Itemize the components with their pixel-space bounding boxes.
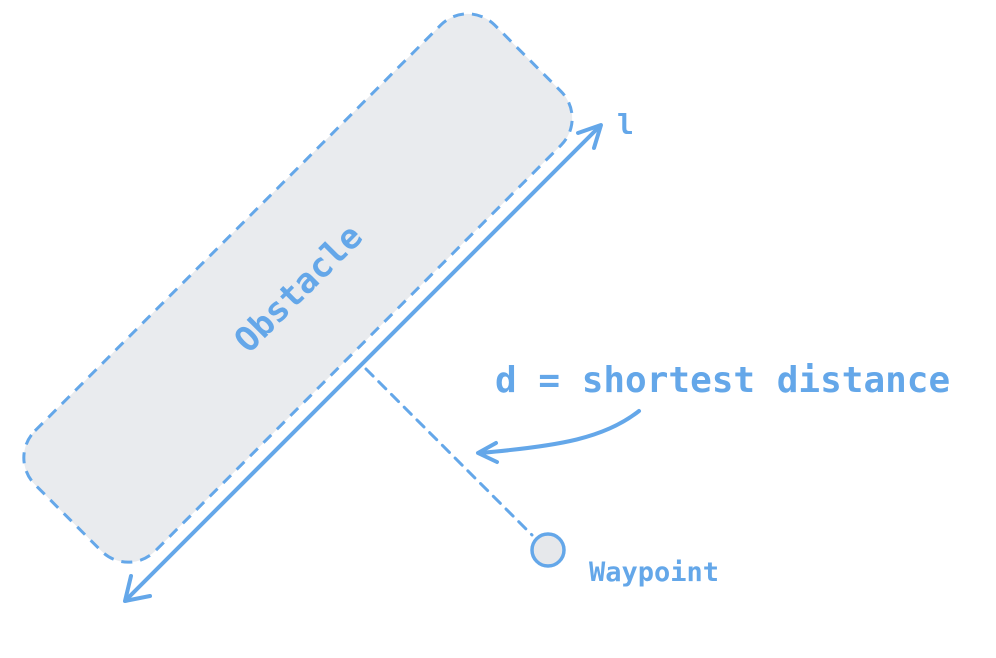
line-l [123, 123, 603, 603]
waypoint-marker [530, 532, 566, 568]
line-l-arrowhead-top [576, 123, 603, 150]
line-l-arrowhead-bottom [123, 574, 152, 603]
obstacle-shape: Obstacle [22, 12, 574, 564]
distance-segment [364, 367, 534, 537]
line-l-label: l [617, 108, 634, 141]
distance-annotation-arrow [476, 409, 641, 464]
distance-label: d = shortest distance [495, 360, 950, 401]
waypoint-label: Waypoint [589, 557, 719, 588]
